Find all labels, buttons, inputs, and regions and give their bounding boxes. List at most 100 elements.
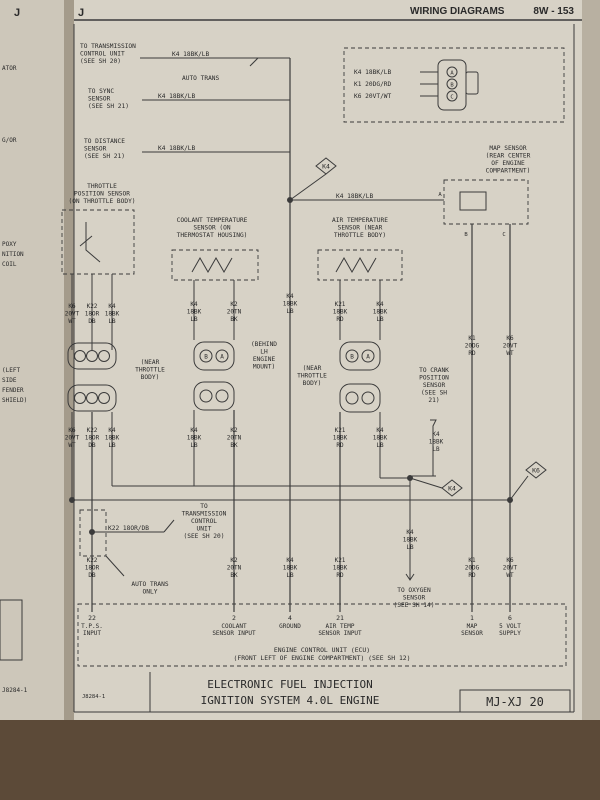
- tcu-feed-label: CONTROL UNIT: [80, 51, 125, 58]
- air-connector-lower-pin-b: [345, 391, 359, 405]
- tps-top-wire-label: 18OR: [85, 311, 100, 318]
- map-sensor-label: (REAR CENTER: [486, 153, 531, 160]
- tps-connector-upper-pin-b: [86, 350, 98, 362]
- map-connector-pin: [446, 90, 458, 102]
- k22-tcu-wire-label: K22 18OR/DB: [108, 525, 149, 532]
- center-k4-wire-label: LB: [286, 308, 294, 315]
- k4-bus-diamond-link: [409, 477, 443, 489]
- map-sensor-label: MAP SENSOR: [489, 145, 527, 152]
- k6-wire-label: 20VT: [503, 343, 518, 350]
- tps-top-wire-label: 20VT: [65, 311, 80, 318]
- tps-top-wire-label: K6: [68, 303, 76, 310]
- oxygen-sensor-label: TO OXYGEN: [397, 587, 431, 594]
- air-bottom-wire-label: RD: [336, 442, 344, 449]
- left-page: [0, 0, 64, 720]
- map-connector-pin-letter: A: [450, 71, 454, 77]
- ecu-pin-number: 21: [336, 614, 344, 622]
- ecu-pin-number: 1: [470, 614, 474, 622]
- tps-resistor: [85, 222, 101, 263]
- auto-trans-leader-lower: [105, 555, 125, 577]
- distance-feed-label: TO DISTANCE: [84, 138, 125, 145]
- tcu-feed-wire-label: K4 18BK/LB: [172, 51, 210, 58]
- left-page-letter: J: [14, 7, 20, 19]
- page-gutter: [64, 0, 74, 720]
- page-letter: J: [78, 7, 84, 19]
- coolant-connector-upper-pin-b: [199, 349, 213, 363]
- air-temp-sensor-label: SENSOR (NEAR: [338, 225, 383, 232]
- tcu-lower-label: (SEE SH 20): [184, 533, 225, 540]
- tps-wiper: [79, 235, 93, 247]
- tps-near-label: THROTTLE: [135, 367, 165, 374]
- coolant-connector-upper-letter: B: [204, 354, 208, 361]
- map-sensor-label: OF ENGINE: [491, 160, 525, 167]
- left-page-fragment: COIL: [2, 261, 17, 268]
- tcu-lower-label: UNIT: [197, 526, 212, 533]
- coolant-sensor-label: COOLANT TEMPERATURE: [177, 217, 248, 224]
- sync-feed-wire-label: K4 18BK/LB: [158, 93, 196, 100]
- k4-to-map-wire-label: K4 18BK/LB: [336, 193, 374, 200]
- ecu-pin-label: SENSOR: [461, 630, 483, 637]
- ecu-pin-number: 4: [288, 614, 292, 622]
- tps-bottom-wire-label: K22: [87, 427, 98, 434]
- map-connector-latch: [465, 71, 479, 95]
- air-bottom-wire-label: 18BK: [333, 435, 348, 442]
- ecu-wire-label: 20TN: [227, 565, 242, 572]
- map-sensor-label: COMPARTMENT): [486, 168, 531, 175]
- ecu-pin-number: 6: [508, 614, 512, 622]
- air-top-wire-label: LB: [376, 316, 384, 323]
- k4-splice-diamond: [315, 157, 337, 175]
- air-connector-upper-letter: B: [350, 354, 354, 361]
- coolant-connector-upper: [193, 341, 235, 371]
- tps-label: THROTTLE: [87, 183, 117, 190]
- sync-feed-label: SENSOR: [88, 96, 111, 103]
- footer-title-line1: ELECTRONIC FUEL INJECTION: [207, 678, 373, 691]
- coolant-behind-label: ENGINE: [253, 356, 276, 363]
- air-near-label: BODY): [303, 380, 322, 387]
- distance-feed-label: SENSOR: [84, 146, 107, 153]
- k6-wire-label: K6: [506, 335, 514, 342]
- ecu-pin-label: SUPPLY: [499, 630, 521, 637]
- ecu-wire-label: K1: [468, 557, 476, 564]
- air-top-wire-label: K4: [376, 301, 384, 308]
- air-bottom-wire-label: K4: [376, 427, 384, 434]
- auto-trans-leader: [249, 57, 259, 67]
- tcu-splice-box: [79, 509, 107, 557]
- coolant-connector-lower-pin-a: [215, 389, 229, 403]
- oxygen-sensor-label: (SEE SH 14): [394, 602, 435, 609]
- page-number: 8W - 153: [533, 6, 574, 17]
- ecu-wire-label: K6: [506, 557, 514, 564]
- coolant-top-wire-label: K2: [230, 301, 238, 308]
- page-edges: [582, 0, 600, 752]
- map-sensor-body: [443, 179, 529, 225]
- map-sensor-pin-letter: B: [464, 232, 468, 238]
- tps-body: [61, 209, 135, 275]
- sync-feed-label: TO SYNC: [88, 88, 114, 95]
- tcu-feed-label: TO TRANSMISSION: [80, 43, 136, 50]
- tps-top-wire-label: K22: [87, 303, 98, 310]
- k6-bus-diamond-link: [509, 475, 529, 501]
- coolant-connector-upper-pin-a: [215, 349, 229, 363]
- tps-connector-lower-pin-a: [98, 392, 110, 404]
- ecu-wire-label: DB: [88, 572, 96, 579]
- crank-wire-label: LB: [432, 446, 440, 453]
- crank-wire-label: K4: [432, 431, 440, 438]
- sync-feed-label: (SEE SH 21): [88, 103, 129, 110]
- left-page-fragment: SIDE: [2, 377, 17, 384]
- tps-bottom-wire-label: 20VT: [65, 435, 80, 442]
- coolant-behind-label: (BEHIND: [251, 341, 277, 348]
- tps-bottom-wire-label: DB: [88, 442, 96, 449]
- left-page-fragment: FENDER: [2, 387, 24, 394]
- air-near-label: (NEAR: [303, 365, 322, 372]
- ecu-pin-label: MAP: [467, 623, 478, 630]
- coolant-top-wire-label: 18BK: [187, 309, 202, 316]
- crank-arrow-wire: [430, 419, 437, 476]
- air-temp-sensor-label: THROTTLE BODY): [334, 232, 386, 239]
- tps-label: (ON THROTTLE BODY): [68, 198, 135, 205]
- coolant-top-wire-label: BK: [230, 316, 238, 323]
- ecu-wire-label: K4: [286, 557, 294, 564]
- tps-bottom-wire-label: WT: [68, 442, 76, 449]
- ecu-wire-label: 18BK: [333, 565, 348, 572]
- coolant-sensor-body: [171, 249, 259, 281]
- k4-bus-diamond-label: K4: [448, 485, 456, 493]
